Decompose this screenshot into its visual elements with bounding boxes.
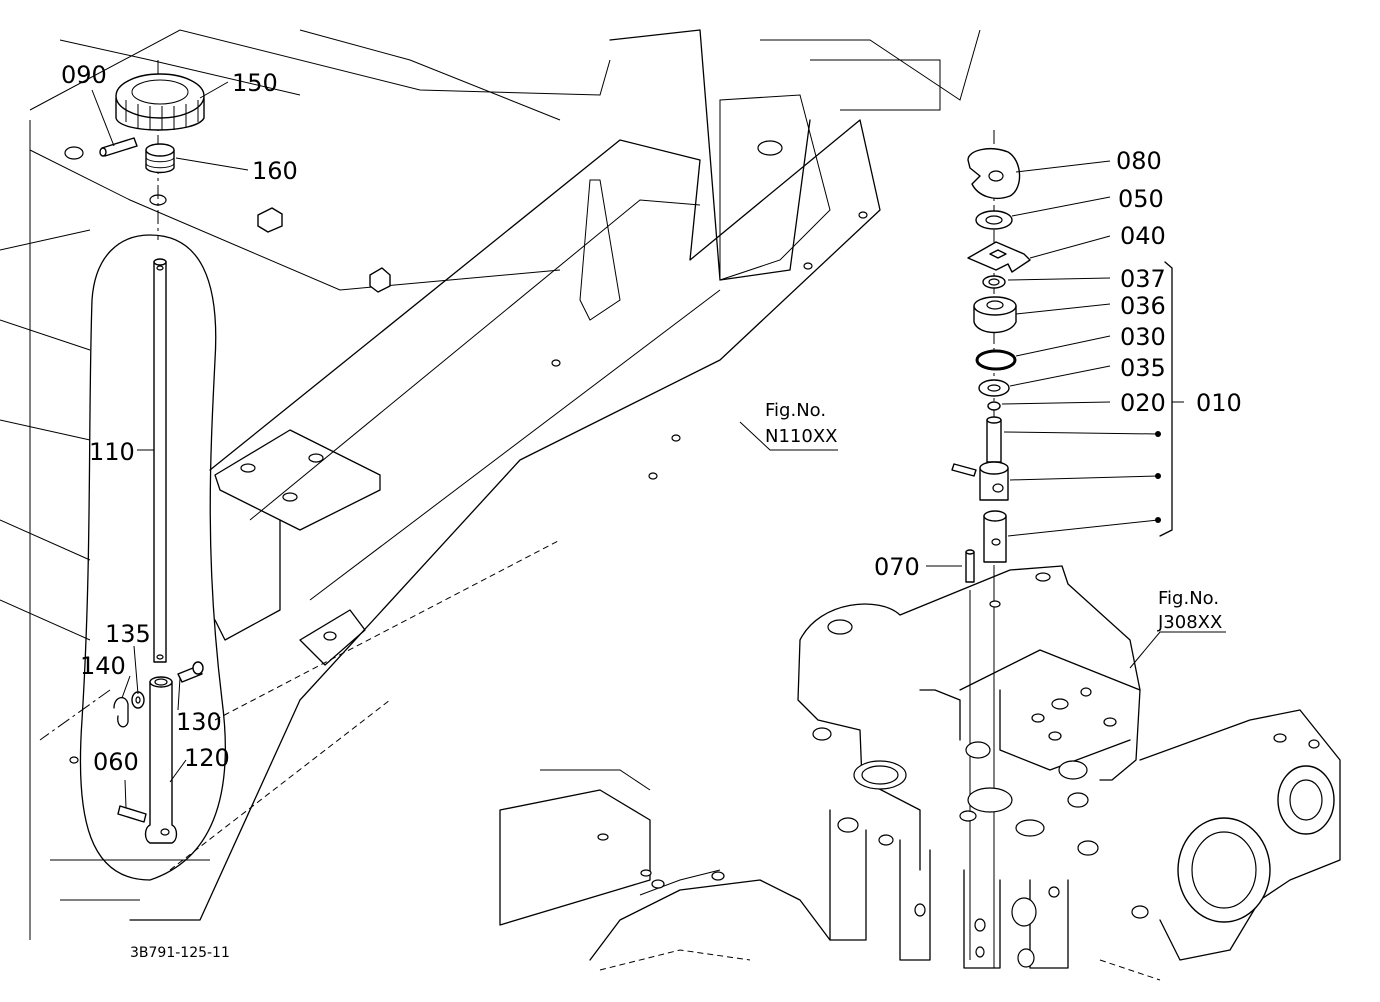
rod-110[interactable]	[153, 258, 167, 663]
clip-140[interactable]	[113, 697, 129, 728]
fig-ref-code-1[interactable]: N110XX	[765, 426, 837, 447]
clip-020[interactable]	[987, 401, 1001, 411]
callout-020: 020	[1120, 389, 1166, 417]
background-frame	[0, 29, 981, 940]
callout-140: 140	[80, 652, 126, 680]
washer-035[interactable]	[978, 379, 1010, 397]
o-ring-030[interactable]	[975, 349, 1017, 371]
callout-070: 070	[874, 553, 920, 581]
pin-070[interactable]	[965, 549, 975, 583]
valve-block	[589, 565, 1341, 981]
callout-160: 160	[252, 157, 298, 185]
valve-assembly	[951, 130, 1173, 968]
rod-assembly	[99, 60, 205, 844]
callout-130: 130	[176, 708, 222, 736]
leader-lines	[91, 81, 1226, 809]
detail-enclosure	[79, 234, 226, 881]
knob-150[interactable]	[115, 73, 205, 131]
coupling[interactable]	[983, 510, 1007, 563]
callout-036: 036	[1120, 292, 1166, 320]
callout-050: 050	[1118, 185, 1164, 213]
collar[interactable]	[979, 461, 1009, 501]
callout-060: 060	[93, 748, 139, 776]
washer-050[interactable]	[975, 210, 1013, 230]
bolt-130[interactable]	[177, 661, 204, 683]
callout-labels: 090 150 160 110 135 140 130 060 120 080 …	[61, 61, 1242, 776]
cam-080[interactable]	[967, 148, 1021, 200]
callout-035: 035	[1120, 354, 1166, 382]
valve-shaft[interactable]	[986, 416, 1002, 463]
callout-030: 030	[1120, 323, 1166, 351]
callout-080: 080	[1116, 147, 1162, 175]
nut-160[interactable]	[145, 143, 175, 174]
callout-110: 110	[89, 438, 135, 466]
callout-150: 150	[232, 69, 278, 97]
callout-120: 120	[184, 744, 230, 772]
diagram-id: 3B791-125-11	[130, 945, 230, 961]
plate-040[interactable]	[967, 241, 1031, 273]
callout-037: 037	[1120, 265, 1166, 293]
callout-135: 135	[105, 620, 151, 648]
fig-ref-label-2[interactable]: Fig.No.	[1158, 588, 1219, 609]
callout-090: 090	[61, 61, 107, 89]
tube-120[interactable]	[144, 676, 178, 844]
washer-135[interactable]	[131, 691, 145, 709]
pin-060[interactable]	[117, 805, 147, 823]
callout-040: 040	[1120, 222, 1166, 250]
figure-references: Fig.No. N110XX Fig.No. J308XX	[765, 400, 1222, 633]
pin-090[interactable]	[99, 137, 138, 157]
fig-ref-code-2[interactable]: J308XX	[1157, 612, 1222, 633]
seal-037[interactable]	[982, 275, 1006, 289]
callout-010: 010	[1196, 389, 1242, 417]
bushing-036[interactable]	[973, 296, 1017, 334]
fig-ref-label-1[interactable]: Fig.No.	[765, 400, 826, 421]
